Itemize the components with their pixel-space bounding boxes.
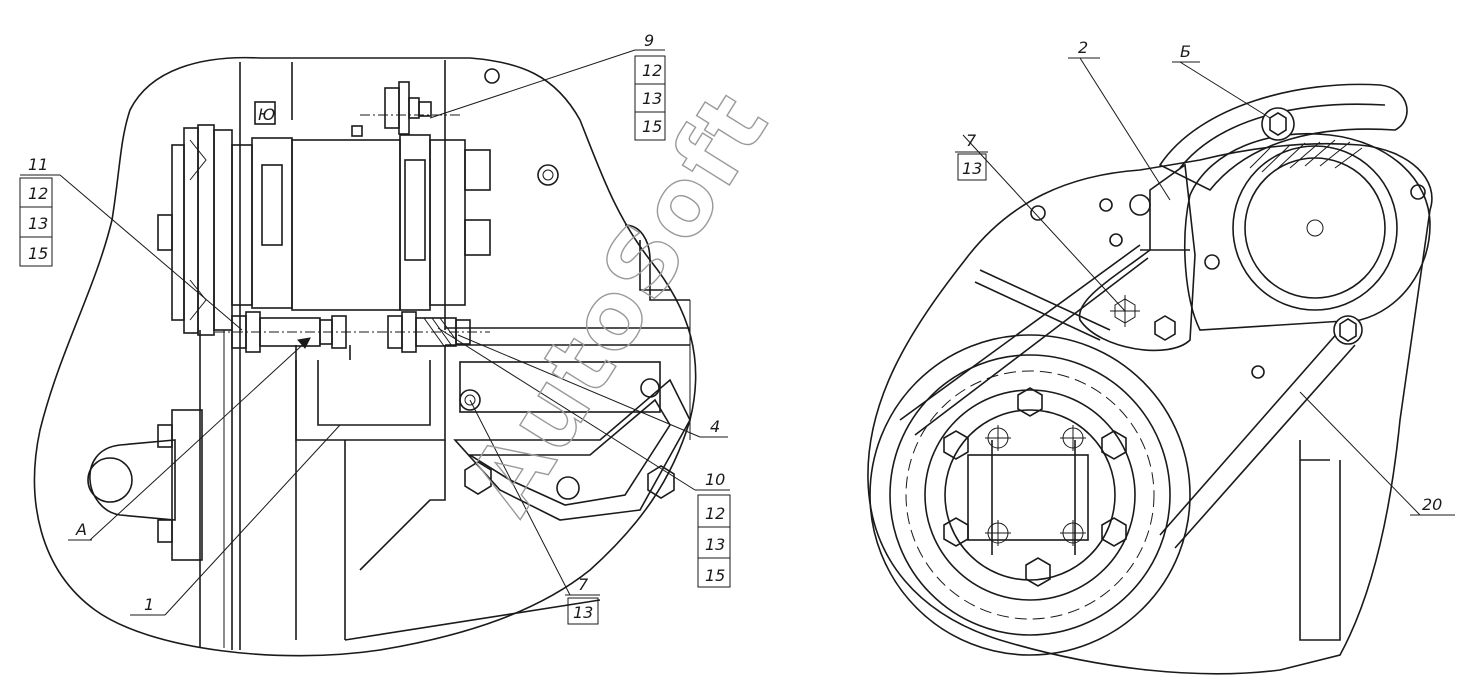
callout-20: 20	[1410, 495, 1455, 516]
callout-10-ref: 13	[705, 535, 725, 554]
callout-11-ref: 13	[28, 214, 48, 233]
callout-11: 11 12 13 15	[19, 155, 60, 267]
left-lug	[87, 409, 203, 561]
callout-4-label: 4	[710, 417, 720, 436]
right-view	[867, 83, 1433, 675]
svg-text:Ю: Ю	[258, 105, 275, 124]
callout-1: 1	[130, 595, 165, 616]
callout-9-ref: 12	[642, 61, 662, 80]
adjusting-strap	[1158, 83, 1408, 192]
callout-1-label: 1	[144, 595, 154, 614]
callout-b-label: Б	[1180, 42, 1191, 61]
callout-11-ref: 12	[28, 184, 48, 203]
drum	[869, 334, 1191, 656]
callout-7-left: 7 13	[565, 575, 600, 625]
left-view: Ю	[33, 56, 697, 657]
callout-9-ref: 15	[642, 117, 662, 136]
bracket	[295, 345, 661, 441]
callout-a: А	[68, 520, 92, 541]
callout-20-label: 20	[1422, 495, 1442, 514]
side-arm	[445, 68, 691, 440]
callout-2-label: 2	[1078, 38, 1088, 57]
left-boundary	[33, 56, 697, 657]
tensioner-bolt	[1299, 315, 1363, 641]
mounting-bolt	[215, 311, 490, 353]
callout-9: 9 12 13 15	[634, 31, 666, 141]
callout-9-label: 9	[644, 31, 654, 50]
callout-7-right: 7 13	[955, 131, 988, 181]
callout-4: 4	[700, 417, 728, 438]
callout-7-ref: 13	[962, 159, 982, 178]
watermark: AutoSoft	[448, 74, 790, 532]
callout-11-label: 11	[28, 155, 48, 174]
callout-10: 10 12 13 15	[695, 470, 731, 588]
leader-lines	[59, 49, 1421, 616]
top-bolt-assembly	[351, 81, 460, 137]
callout-9-ref: 13	[642, 89, 662, 108]
drum-bolts	[943, 387, 1127, 587]
tension-arm	[1030, 163, 1196, 352]
callout-7-label: 7	[578, 575, 589, 594]
pulley	[157, 124, 233, 336]
generator-pulley	[1184, 132, 1431, 379]
callout-a-label: А	[75, 520, 87, 539]
generator-body: Ю	[231, 101, 491, 311]
callout-10-label: 10	[705, 470, 725, 489]
callout-7-label: 7	[966, 131, 977, 150]
callout-b: Б	[1172, 42, 1200, 63]
callout-10-ref: 15	[705, 566, 725, 585]
callout-7-ref: 13	[573, 603, 593, 622]
callout-11-ref: 15	[28, 244, 48, 263]
belt	[899, 244, 1356, 549]
callout-2: 2	[1068, 38, 1100, 59]
callout-10-ref: 12	[705, 504, 725, 523]
